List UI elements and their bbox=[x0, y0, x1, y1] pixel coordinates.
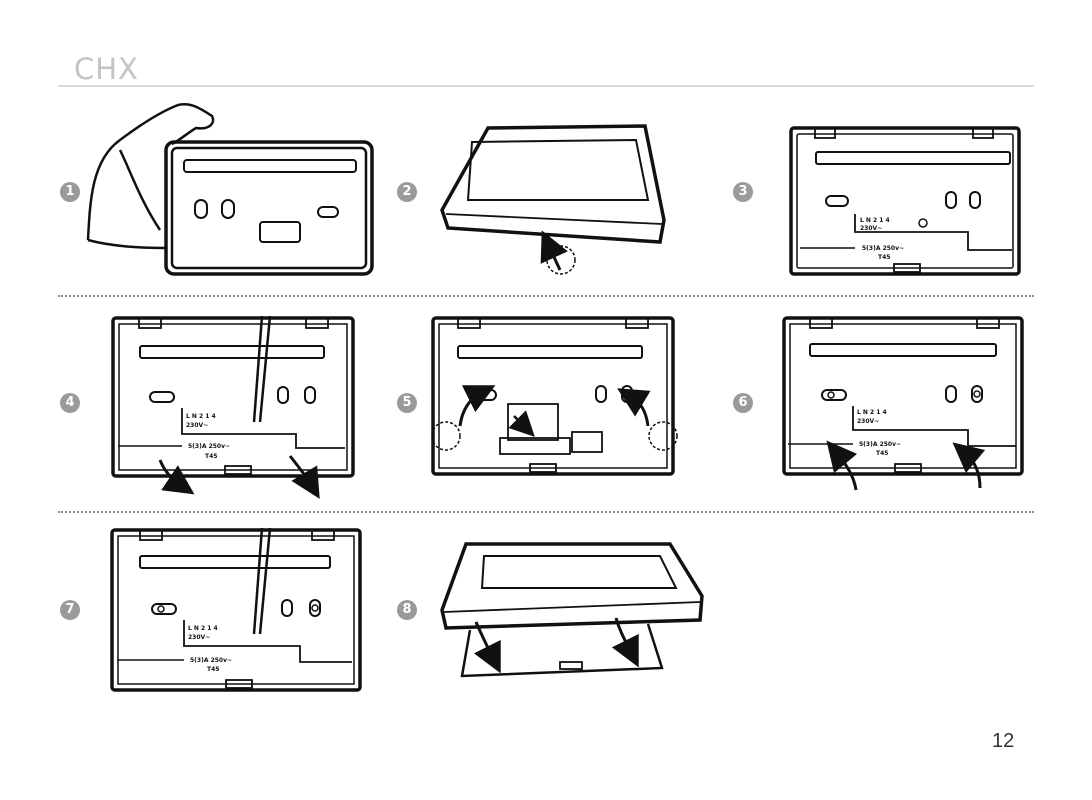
step4-terminal-rating: 5(3)A 250v~ bbox=[188, 443, 230, 450]
header-rule bbox=[58, 85, 1034, 87]
step7-terminal-voltage: 230V~ bbox=[188, 634, 210, 641]
step6-illustration bbox=[782, 316, 1024, 491]
step-badge-1: 1 bbox=[60, 182, 80, 202]
step6-terminal-row1: L N 2 1 4 bbox=[857, 409, 887, 416]
separator-1 bbox=[58, 295, 1034, 297]
step8-illustration bbox=[440, 542, 704, 678]
step7-terminal-temp: T45 bbox=[207, 666, 219, 673]
step3-terminal-rating: 5(3)A 250v~ bbox=[862, 245, 904, 252]
separator-2 bbox=[58, 511, 1034, 513]
step-badge-4: 4 bbox=[60, 393, 80, 413]
step3-terminal-row1: L N 2 1 4 bbox=[860, 217, 890, 224]
step-badge-7: 7 bbox=[60, 600, 80, 620]
step-badge-3: 3 bbox=[733, 182, 753, 202]
step3-terminal-voltage: 230V~ bbox=[860, 225, 882, 232]
step1-illustration bbox=[86, 103, 374, 276]
step6-terminal-temp: T45 bbox=[876, 450, 888, 457]
step7-terminal-row1: L N 2 1 4 bbox=[188, 625, 218, 632]
step7-illustration bbox=[110, 527, 362, 692]
step3-terminal-temp: T45 bbox=[878, 254, 890, 261]
step4-illustration bbox=[111, 315, 355, 499]
step-badge-6: 6 bbox=[733, 393, 753, 413]
step5-illustration bbox=[431, 316, 678, 476]
brand-logo: CHX bbox=[74, 52, 139, 86]
step2-illustration bbox=[440, 124, 666, 275]
page-number: 12 bbox=[992, 730, 1015, 752]
step6-terminal-voltage: 230V~ bbox=[857, 418, 879, 425]
step4-terminal-temp: T45 bbox=[205, 453, 217, 460]
step-badge-5: 5 bbox=[397, 393, 417, 413]
step4-terminal-voltage: 230V~ bbox=[186, 422, 208, 429]
step7-terminal-rating: 5(3)A 250v~ bbox=[190, 657, 232, 664]
step-badge-8: 8 bbox=[397, 600, 417, 620]
step4-terminal-row1: L N 2 1 4 bbox=[186, 413, 216, 420]
step6-terminal-rating: 5(3)A 250v~ bbox=[859, 441, 901, 448]
step-badge-2: 2 bbox=[397, 182, 417, 202]
step3-illustration bbox=[789, 126, 1021, 276]
